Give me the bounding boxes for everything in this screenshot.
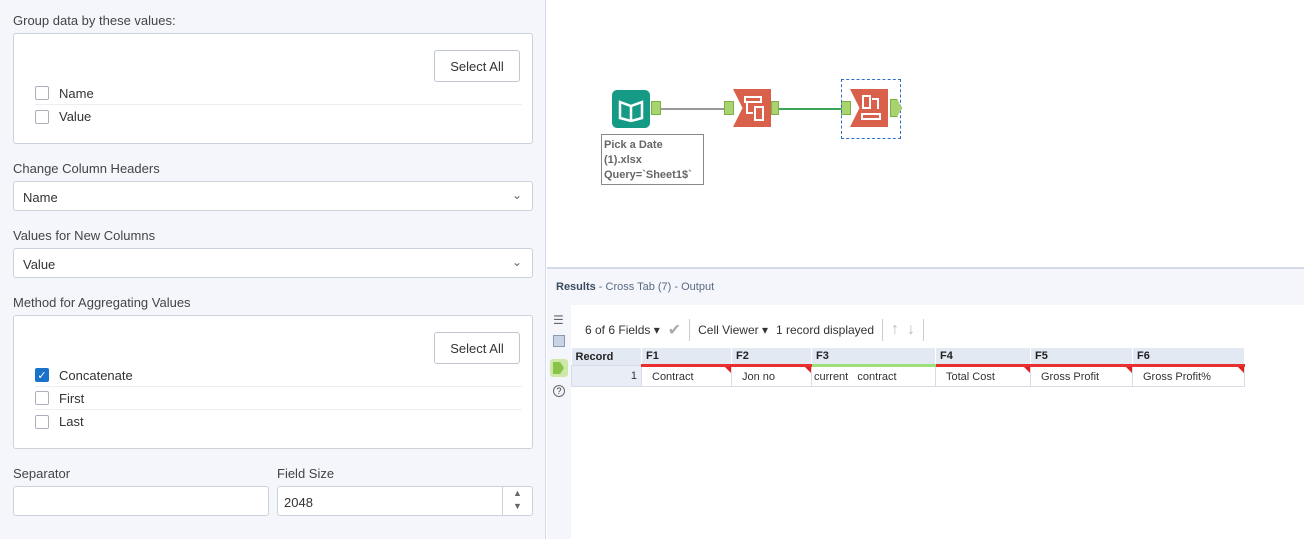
divider bbox=[882, 319, 884, 341]
connection-line bbox=[661, 108, 725, 110]
transpose-tool[interactable] bbox=[733, 89, 771, 127]
output-anchor[interactable] bbox=[771, 101, 779, 115]
column-header[interactable]: F4 bbox=[935, 348, 1031, 367]
checkbox[interactable] bbox=[35, 391, 49, 405]
table-cell[interactable]: Gross Profit bbox=[1030, 365, 1133, 387]
values-label: Values for New Columns bbox=[13, 228, 156, 243]
results-table: Record F1 F2 F3 F4 F5 F6 1 Contract Jon … bbox=[571, 348, 1245, 387]
fieldsize-value: 2048 bbox=[284, 495, 313, 510]
chevron-down-icon: ⌄ bbox=[511, 188, 522, 202]
table-row: 1 Contract Jon no current contract Total… bbox=[571, 365, 1245, 387]
checkbox-label: First bbox=[59, 390, 85, 406]
configuration-panel: Group data by these values: Select All N… bbox=[0, 0, 546, 539]
list-icon[interactable]: ☰ bbox=[553, 313, 564, 327]
annotation-line: Query=`Sheet1$` bbox=[604, 169, 692, 181]
stepper[interactable]: ▲▼ bbox=[502, 487, 532, 515]
fieldsize-input[interactable]: 2048 ▲▼ bbox=[277, 486, 533, 516]
arrow-up-icon[interactable]: ↑ bbox=[891, 321, 900, 338]
output-anchor[interactable] bbox=[890, 99, 902, 117]
cross-tab-icon bbox=[861, 95, 881, 120]
column-header[interactable]: Record bbox=[571, 348, 642, 366]
results-grid-area: 6 of 6 Fields ▾ ✔ Cell Viewer ▾ 1 record… bbox=[571, 305, 1304, 539]
checkbox-label: Name bbox=[59, 85, 94, 101]
checkmark-icon[interactable]: ✔ bbox=[667, 322, 682, 339]
results-sidebar: ☰ ? bbox=[547, 305, 571, 541]
separator-label: Separator bbox=[13, 466, 71, 481]
checkbox-checked[interactable]: ✓ bbox=[35, 368, 49, 382]
fieldsize-label: Field Size bbox=[277, 466, 335, 481]
transpose-icon bbox=[744, 96, 764, 121]
annotation-line: Pick a Date bbox=[604, 139, 663, 151]
data-view-icon[interactable] bbox=[550, 359, 568, 377]
divider bbox=[923, 319, 925, 341]
checkbox-label: Concatenate bbox=[59, 367, 133, 383]
header-row: Record F1 F2 F3 F4 F5 F6 bbox=[571, 348, 1245, 367]
fields-dropdown[interactable]: 6 of 6 Fields ▾ bbox=[585, 323, 660, 337]
checkbox-label: Last bbox=[59, 414, 84, 429]
annotation-line: (1).xlsx bbox=[604, 154, 642, 166]
group-field-name[interactable]: Name bbox=[35, 82, 522, 105]
table-cell[interactable]: Contract bbox=[641, 365, 732, 387]
results-title: Results - Cross Tab (7) - Output bbox=[556, 281, 715, 293]
metadata-icon[interactable] bbox=[553, 335, 565, 347]
separator-input[interactable] bbox=[13, 486, 269, 516]
headers-value: Name bbox=[23, 190, 58, 205]
group-label: Group data by these values: bbox=[13, 13, 176, 28]
group-fields-box: Select All Name Value bbox=[13, 33, 533, 144]
checkbox[interactable] bbox=[35, 86, 49, 100]
method-box: Select All ✓ Concatenate First Last bbox=[13, 315, 533, 449]
column-header[interactable]: F6 bbox=[1132, 348, 1245, 367]
headers-select[interactable]: Name ⌄ bbox=[13, 181, 533, 211]
input-data-tool[interactable] bbox=[612, 90, 650, 128]
book-icon bbox=[618, 100, 644, 123]
method-last[interactable]: Last bbox=[35, 410, 522, 433]
cell-viewer-dropdown[interactable]: Cell Viewer ▾ bbox=[698, 323, 768, 337]
connection-line bbox=[779, 108, 843, 110]
input-anchor[interactable] bbox=[724, 101, 734, 115]
chevron-down-icon: ⌄ bbox=[511, 255, 522, 269]
table-cell[interactable]: current contract bbox=[811, 365, 936, 387]
checkbox[interactable] bbox=[35, 109, 49, 124]
method-concatenate[interactable]: ✓ Concatenate bbox=[35, 364, 522, 387]
arrow-down-icon[interactable]: ↓ bbox=[907, 321, 916, 338]
table-cell[interactable]: Jon no bbox=[731, 365, 812, 387]
headers-label: Change Column Headers bbox=[13, 161, 160, 176]
values-value: Value bbox=[23, 257, 56, 272]
results-toolbar: 6 of 6 Fields ▾ ✔ Cell Viewer ▾ 1 record… bbox=[585, 319, 925, 341]
column-header[interactable]: F2 bbox=[731, 348, 812, 367]
help-icon[interactable]: ? bbox=[553, 385, 565, 397]
workflow-canvas[interactable]: Pick a Date (1).xlsx Query=`Sheet1$` bbox=[547, 0, 1304, 265]
record-number: 1 bbox=[571, 365, 642, 387]
record-count: 1 record displayed bbox=[775, 323, 875, 337]
output-anchor[interactable] bbox=[651, 101, 661, 115]
column-header[interactable]: F5 bbox=[1030, 348, 1133, 367]
method-first[interactable]: First bbox=[35, 387, 522, 410]
values-select[interactable]: Value ⌄ bbox=[13, 248, 533, 278]
group-select-all-button[interactable]: Select All bbox=[434, 50, 520, 82]
divider bbox=[689, 319, 691, 341]
checkbox-label: Value bbox=[59, 109, 92, 124]
column-header[interactable]: F1 bbox=[641, 348, 732, 367]
checkbox[interactable] bbox=[35, 414, 49, 429]
method-label: Method for Aggregating Values bbox=[13, 295, 191, 310]
method-select-all-button[interactable]: Select All bbox=[434, 332, 520, 364]
table-cell[interactable]: Total Cost bbox=[935, 365, 1031, 387]
column-header[interactable]: F3 bbox=[811, 348, 936, 367]
table-cell[interactable]: Gross Profit% bbox=[1132, 365, 1245, 387]
group-field-value[interactable]: Value bbox=[35, 105, 522, 128]
tool-annotation: Pick a Date (1).xlsx Query=`Sheet1$` bbox=[601, 134, 704, 185]
results-panel: Results - Cross Tab (7) - Output ☰ ? 6 o… bbox=[547, 267, 1304, 539]
